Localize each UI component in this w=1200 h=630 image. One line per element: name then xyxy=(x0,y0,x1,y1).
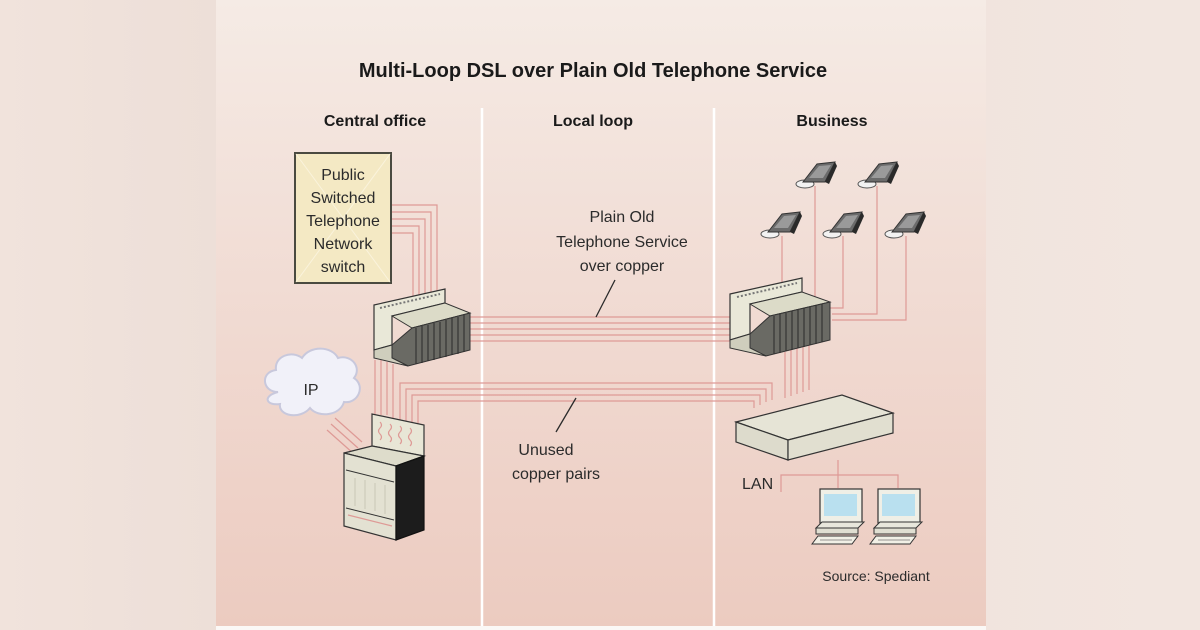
computer-icon xyxy=(811,488,866,545)
pstn-switch: Public Switched Telephone Network switch xyxy=(294,152,392,284)
telephone-icon xyxy=(822,211,864,239)
pots-label-line-1: Plain Old xyxy=(590,209,655,226)
ip-cloud: IP xyxy=(264,347,361,417)
pots-leader-line xyxy=(595,279,616,318)
dslam xyxy=(343,413,427,541)
telephone-icon xyxy=(884,211,926,239)
wires-pstn-to-frame xyxy=(390,204,438,304)
pstn-label-line-5: switch xyxy=(321,259,365,276)
unused-label-line-1: Unused xyxy=(518,442,573,459)
wires-unused-copper xyxy=(399,382,773,426)
computer-icon xyxy=(869,488,924,545)
section-local-loop: Local loop xyxy=(553,113,633,130)
section-central-office: Central office xyxy=(324,113,426,130)
pstn-label-line-2: Switched xyxy=(311,190,376,207)
dsl-modem xyxy=(733,394,896,461)
business-distribution-frame xyxy=(729,277,832,357)
wires-frame-to-dslam xyxy=(374,360,394,418)
pstn-label-line-4: Network xyxy=(314,236,374,253)
wires-dslam-to-ip xyxy=(326,417,363,455)
pots-label-line-2: Telephone Service xyxy=(556,234,688,251)
computers xyxy=(811,488,924,545)
pstn-label-line-3: Telephone xyxy=(306,213,380,230)
wires-frame-to-modem xyxy=(784,344,810,398)
diagram-title: Multi-Loop DSL over Plain Old Telephone … xyxy=(359,60,827,82)
wires-pots-local-loop xyxy=(470,316,735,342)
bottom-strip xyxy=(216,626,986,630)
annotation-unused: Unused copper pairs xyxy=(512,397,600,483)
section-business: Business xyxy=(796,113,867,130)
source-credit: Source: Spediant xyxy=(822,568,930,584)
telephone-icon xyxy=(857,161,899,189)
ip-cloud-label: IP xyxy=(303,382,318,399)
unused-label-line-2: copper pairs xyxy=(512,466,600,483)
telephones xyxy=(760,161,926,239)
co-distribution-frame xyxy=(373,288,472,367)
annotation-pots: Plain Old Telephone Service over copper xyxy=(556,209,688,318)
telephone-icon xyxy=(760,211,802,239)
lan-label: LAN xyxy=(742,476,773,493)
pstn-label-line-1: Public xyxy=(321,167,365,184)
wires-lan xyxy=(780,460,899,492)
pots-label-line-3: over copper xyxy=(580,258,665,275)
unused-leader-line xyxy=(555,397,577,433)
telephone-icon xyxy=(795,161,837,189)
wires-frame-to-phones xyxy=(781,186,907,321)
